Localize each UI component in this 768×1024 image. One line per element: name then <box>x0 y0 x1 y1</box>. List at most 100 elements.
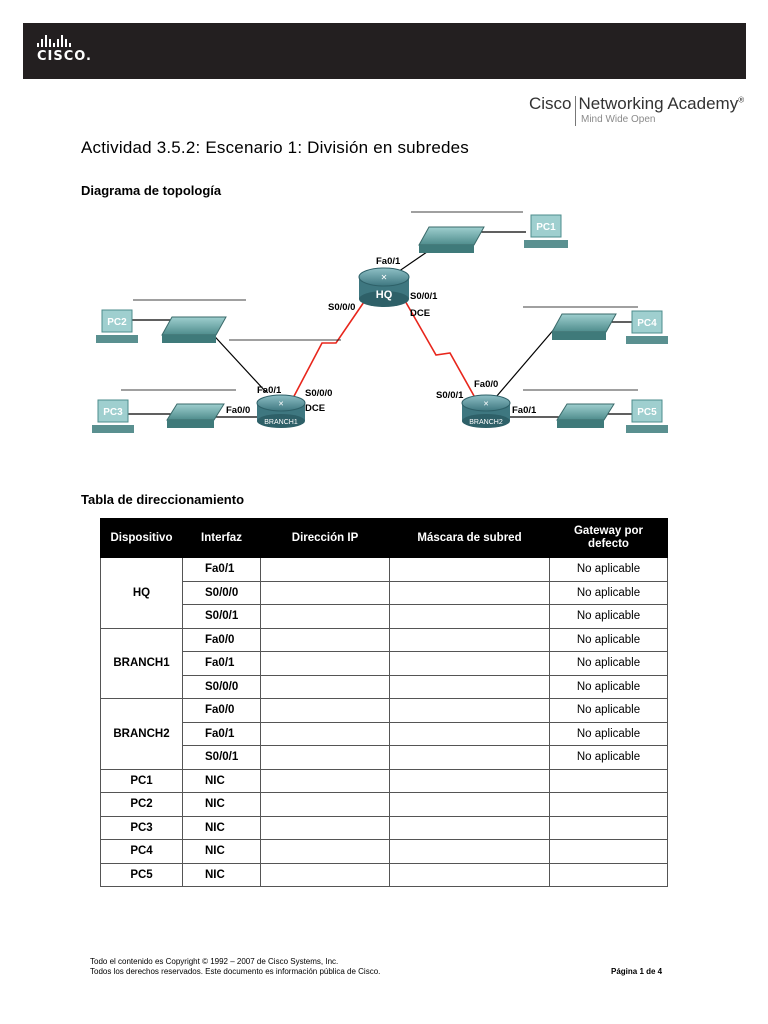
router-icon-branch2: ✕ BRANCH2 <box>461 394 511 428</box>
interface-cell: S0/0/0 <box>182 580 261 605</box>
gateway-cell: No aplicable <box>549 627 668 652</box>
interface-cell: S0/0/1 <box>182 604 261 629</box>
topology-heading: Diagrama de topología <box>81 183 222 198</box>
gateway-cell <box>549 792 668 817</box>
mask-cell <box>389 557 550 582</box>
interface-cell: S0/0/0 <box>182 674 261 699</box>
device-cell: BRANCH1 <box>100 627 183 699</box>
mask-cell <box>389 815 550 840</box>
interface-cell: Fa0/0 <box>182 698 261 723</box>
device-cell: PC1 <box>100 768 183 793</box>
svg-text:✕: ✕ <box>278 400 284 408</box>
device-cell: PC3 <box>100 815 183 840</box>
ip-cell <box>260 839 390 864</box>
gateway-cell <box>549 862 668 887</box>
mask-cell <box>389 768 550 793</box>
pc-label-pc5: PC5 <box>637 407 657 418</box>
footer-copyright: Todo el contenido es Copyright © 1992 – … <box>90 957 380 977</box>
mask-cell <box>389 862 550 887</box>
academy-tagline: Mind Wide Open <box>581 114 656 125</box>
academy-title-cisco: Cisco <box>529 94 572 113</box>
device-cell: PC2 <box>100 792 183 817</box>
header-banner: CISCO. <box>23 23 746 79</box>
label-b1-fa00: Fa0/0 <box>226 405 250 416</box>
ip-cell <box>260 768 390 793</box>
page-title: Actividad 3.5.2: Escenario 1: División e… <box>81 138 469 157</box>
interface-cell: Fa0/1 <box>182 557 261 582</box>
label-b2-fa00: Fa0/0 <box>474 379 498 390</box>
label-hq-s000: S0/0/0 <box>328 302 355 313</box>
ip-cell <box>260 580 390 605</box>
svg-text:✕: ✕ <box>483 400 489 408</box>
copyright-line-2: Todos los derechos reservados. Este docu… <box>90 967 381 976</box>
switch-icon <box>551 313 617 340</box>
pc-icon-pc1: PC1 <box>524 214 568 248</box>
interface-cell: S0/0/1 <box>182 745 261 770</box>
ip-cell <box>260 604 390 629</box>
router-label-branch2: BRANCH2 <box>469 419 503 426</box>
mask-cell <box>389 698 550 723</box>
gateway-cell: No aplicable <box>549 721 668 746</box>
ip-cell <box>260 674 390 699</box>
table-row: Fa0/1 No aplicable <box>101 651 668 676</box>
router-label-branch1: BRANCH1 <box>264 419 298 426</box>
ip-cell <box>260 651 390 676</box>
ip-cell <box>260 862 390 887</box>
mask-cell <box>389 580 550 605</box>
interface-cell: NIC <box>182 815 261 840</box>
table-heading: Tabla de direccionamiento <box>81 492 245 507</box>
pc-label-pc4: PC4 <box>637 318 657 329</box>
table-row: S0/0/1 No aplicable <box>101 604 668 629</box>
router-icon-branch1: ✕ BRANCH1 <box>256 394 306 428</box>
label-b2-s001: S0/0/1 <box>436 390 464 401</box>
pc-label-pc1: PC1 <box>536 222 556 233</box>
interface-cell: NIC <box>182 862 261 887</box>
label-hq-fa01: Fa0/1 <box>376 256 401 267</box>
mask-cell <box>389 627 550 652</box>
gateway-cell <box>549 815 668 840</box>
cisco-logo: CISCO. <box>37 35 92 64</box>
label-b1-dce: DCE <box>305 403 325 414</box>
pc-icon-pc5: PC5 <box>626 399 668 433</box>
switch-icon <box>418 226 485 253</box>
ip-cell <box>260 627 390 652</box>
svg-text:✕: ✕ <box>381 273 388 282</box>
switch-icon <box>556 403 615 428</box>
router-icon-hq: ✕ HQ <box>358 267 410 307</box>
gateway-cell: No aplicable <box>549 745 668 770</box>
gateway-cell: No aplicable <box>549 557 668 582</box>
mask-cell <box>389 721 550 746</box>
col-device: Dispositivo <box>100 518 183 558</box>
gateway-cell <box>549 768 668 793</box>
ip-cell <box>260 792 390 817</box>
label-b1-fa01: Fa0/1 <box>257 385 282 396</box>
copyright-line-1: Todo el contenido es Copyright © 1992 – … <box>90 957 339 966</box>
gateway-cell: No aplicable <box>549 698 668 723</box>
label-b1-s000: S0/0/0 <box>305 388 332 399</box>
table-row: PC1 NIC <box>100 768 668 793</box>
gateway-cell: No aplicable <box>549 674 668 699</box>
col-ip: Dirección IP <box>260 518 390 558</box>
pc-icon-pc4: PC4 <box>626 310 668 344</box>
label-hq-dce: DCE <box>410 308 430 319</box>
ip-cell <box>260 721 390 746</box>
interface-cell: NIC <box>182 839 261 864</box>
device-cell: PC4 <box>100 839 183 864</box>
device-cell: HQ <box>100 557 183 629</box>
table-row: PC4 NIC <box>100 839 668 864</box>
ip-cell <box>260 745 390 770</box>
page-number: Página 1 de 4 <box>611 967 663 976</box>
device-cell: BRANCH2 <box>100 698 183 770</box>
ip-cell <box>260 698 390 723</box>
table-row: S0/0/0 No aplicable <box>101 674 668 699</box>
addressing-table: Dispositivo Interfaz Dirección IP Máscar… <box>100 518 668 887</box>
label-b2-fa01: Fa0/1 <box>512 405 537 416</box>
gateway-cell: No aplicable <box>549 651 668 676</box>
table-row: PC2 NIC <box>100 792 668 817</box>
table-row: Fa0/1 No aplicable <box>101 721 668 746</box>
switch-icon <box>166 403 225 428</box>
table-row: S0/0/0 No aplicable <box>101 580 668 605</box>
gateway-cell: No aplicable <box>549 604 668 629</box>
mask-cell <box>389 792 550 817</box>
